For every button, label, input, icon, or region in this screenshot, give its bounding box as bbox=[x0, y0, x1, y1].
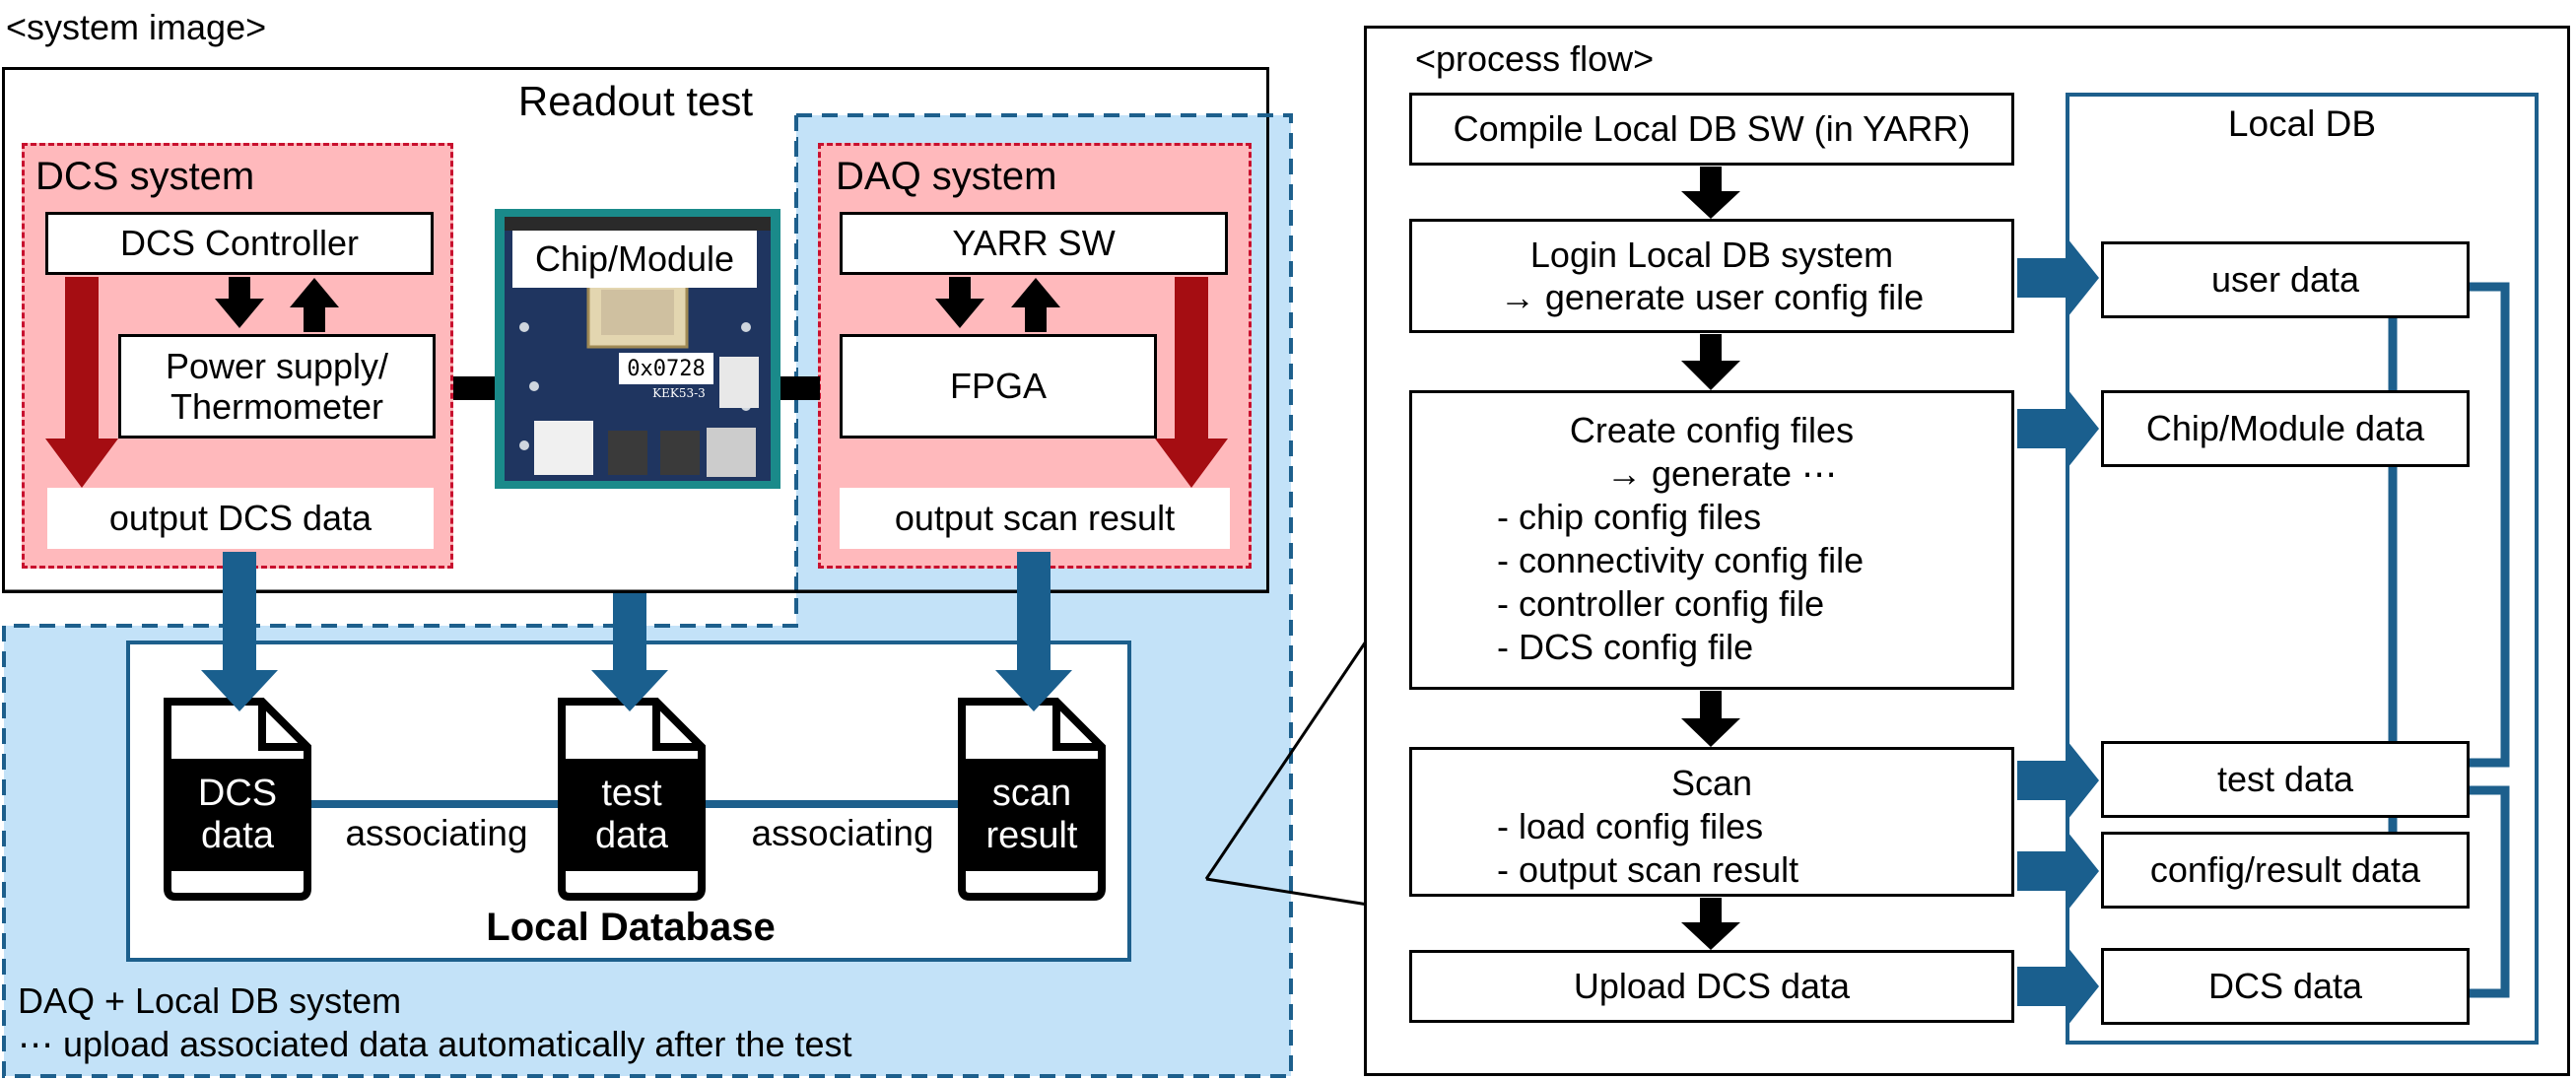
scan-upload-arrow-icon bbox=[995, 552, 1072, 711]
dcs-data-document-label: DCS data bbox=[164, 759, 311, 871]
db-item-user-data: user data bbox=[2101, 241, 2470, 318]
association-line-left bbox=[305, 800, 568, 808]
system-image-caption: <system image> bbox=[6, 7, 267, 47]
daq-localdb-description: ⋯ upload associated data automatically a… bbox=[18, 1024, 852, 1064]
step-line: Login Local DB system bbox=[1529, 234, 1894, 275]
up-arrow-icon bbox=[290, 278, 339, 332]
right-arrow-icon bbox=[2017, 741, 2099, 820]
doc-line: scan bbox=[991, 773, 1072, 815]
doc-line: result bbox=[985, 815, 1078, 856]
db-item-test-data: test data bbox=[2101, 741, 2470, 818]
chip-module-label: Chip/Module bbox=[512, 231, 757, 288]
test-upload-arrow-icon bbox=[591, 593, 668, 711]
daq-system-title: DAQ system bbox=[836, 155, 1057, 198]
step-login-box: Login Local DB system → generate user co… bbox=[1409, 219, 2014, 333]
dcs-chip-connector bbox=[453, 376, 495, 400]
step-line: Scan bbox=[1670, 763, 1753, 803]
associating-left-label: associating bbox=[325, 810, 548, 857]
right-arrow-icon bbox=[2017, 832, 2099, 911]
test-data-document-icon bbox=[558, 698, 706, 901]
db-item-config-result-data: config/result data bbox=[2101, 832, 2470, 909]
step-scan-box: Scan - load config files - output scan r… bbox=[1409, 747, 2014, 897]
daq-localdb-title: DAQ + Local DB system bbox=[18, 980, 402, 1021]
down-arrow-icon bbox=[1681, 898, 1740, 950]
fpga-box: FPGA bbox=[840, 334, 1157, 439]
down-arrow-icon bbox=[1681, 334, 1740, 390]
scan-result-arrow-icon bbox=[1155, 277, 1228, 488]
readout-test-title: Readout test bbox=[517, 78, 754, 124]
chip-mark-label: KEK53-3 bbox=[652, 386, 706, 400]
step-create-config-box: Create config files → generate ⋯ - chip … bbox=[1409, 390, 2014, 690]
right-arrow-icon bbox=[2017, 389, 2099, 468]
dcs-data-arrow-icon bbox=[45, 277, 118, 488]
system-arrows bbox=[45, 277, 1228, 711]
dcs-system-title: DCS system bbox=[35, 155, 255, 198]
right-arrow-icon bbox=[2017, 238, 2099, 317]
associating-right-label: associating bbox=[731, 810, 954, 857]
power-supply-line1: Power supply/ bbox=[165, 345, 389, 386]
test-data-document-label: test data bbox=[558, 759, 706, 871]
step-line: → generate ⋯ bbox=[1605, 453, 1838, 494]
down-arrow-icon bbox=[1681, 167, 1740, 219]
dcs-controller-box: DCS Controller bbox=[45, 212, 434, 275]
process-flow-caption: <process flow> bbox=[1415, 38, 1655, 79]
step-line: → generate user config file bbox=[1499, 277, 1925, 317]
down-arrow-icon bbox=[935, 277, 984, 328]
scan-result-document-icon bbox=[958, 698, 1106, 901]
dcs-data-document-icon bbox=[164, 698, 311, 901]
zoom-lines bbox=[1204, 638, 1370, 907]
step-line: - output scan result bbox=[1497, 849, 1799, 890]
doc-line: data bbox=[201, 815, 274, 856]
local-db-title: Local DB bbox=[2227, 103, 2377, 144]
daq-output-label: output scan result bbox=[840, 488, 1230, 549]
step-line: Create config files bbox=[1569, 410, 1855, 450]
step-line: - load config files bbox=[1497, 806, 1764, 846]
chip-daq-connector bbox=[779, 376, 820, 400]
power-supply-line2: Thermometer bbox=[169, 386, 384, 427]
step-line: - chip config files bbox=[1497, 497, 1762, 537]
dcs-upload-arrow-icon bbox=[201, 552, 278, 711]
db-item-dcs-data: DCS data bbox=[2101, 948, 2470, 1025]
doc-line: test bbox=[601, 773, 662, 815]
down-arrow-icon bbox=[1681, 691, 1740, 747]
power-supply-box: Power supply/ Thermometer bbox=[118, 334, 436, 439]
doc-line: DCS bbox=[197, 773, 278, 815]
step-compile-box: Compile Local DB SW (in YARR) bbox=[1409, 93, 2014, 166]
chip-id-label: 0x0728 bbox=[619, 353, 713, 384]
up-arrow-icon bbox=[1011, 278, 1060, 332]
right-arrow-icon bbox=[2017, 947, 2099, 1026]
db-item-chip-module-data: Chip/Module data bbox=[2101, 390, 2470, 467]
process-flow-arrows bbox=[1681, 167, 2510, 1026]
local-database-title: Local Database bbox=[486, 906, 776, 949]
dcs-output-label: output DCS data bbox=[47, 488, 434, 549]
scan-result-document-label: scan result bbox=[958, 759, 1106, 871]
down-arrow-icon bbox=[215, 277, 264, 328]
doc-line: data bbox=[595, 815, 668, 856]
yarr-sw-box: YARR SW bbox=[840, 212, 1228, 275]
step-line: - DCS config file bbox=[1497, 627, 1754, 667]
step-line: - connectivity config file bbox=[1497, 540, 1864, 580]
step-upload-dcs-box: Upload DCS data bbox=[1409, 950, 2014, 1023]
step-line: - controller config file bbox=[1497, 583, 1825, 624]
association-line-right bbox=[702, 800, 974, 808]
